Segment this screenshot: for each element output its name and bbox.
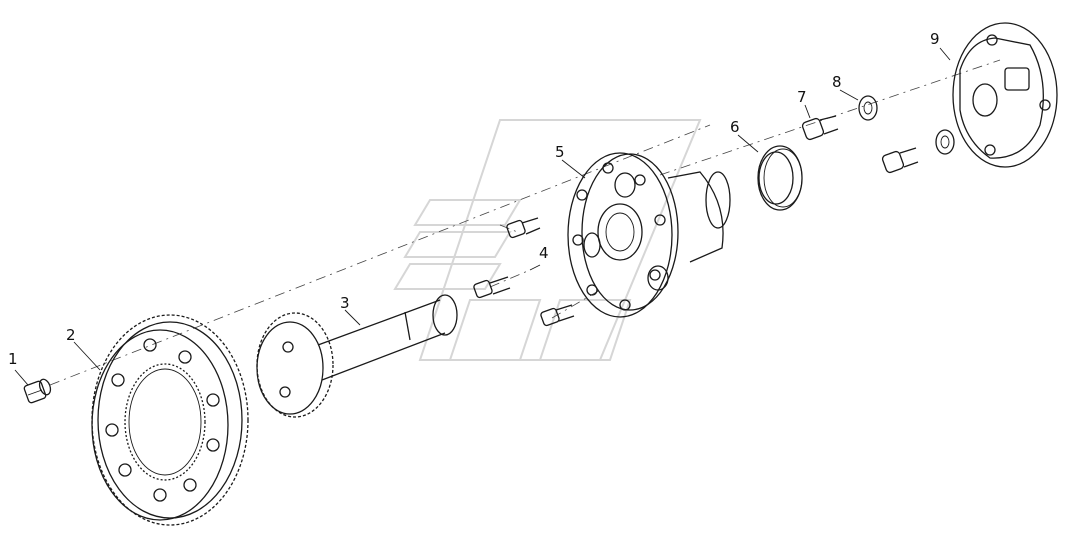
callout-2: 2 xyxy=(66,326,76,344)
cover-plate-part-9 xyxy=(952,22,1058,168)
watermark-logo xyxy=(393,119,702,361)
callout-1: 1 xyxy=(8,350,18,368)
bolt-part-7 xyxy=(801,115,919,174)
seal-ring-part-6 xyxy=(757,145,803,211)
leader-lines xyxy=(14,47,951,386)
callout-3: 3 xyxy=(340,294,350,312)
differential-case-part-5 xyxy=(567,152,731,318)
ring-gear-part-2 xyxy=(91,314,249,526)
callout-8: 8 xyxy=(832,73,842,91)
callout-6: 6 xyxy=(730,118,740,136)
bolt-part-1 xyxy=(23,378,52,404)
hub-bolts-part-4 xyxy=(473,217,575,327)
callout-7: 7 xyxy=(797,88,807,106)
washer-part-8 xyxy=(858,95,955,155)
pinion-shaft-part-3 xyxy=(256,294,458,418)
callout-4: 4 xyxy=(539,244,549,262)
callout-9: 9 xyxy=(930,30,940,48)
callout-5: 5 xyxy=(555,143,565,161)
